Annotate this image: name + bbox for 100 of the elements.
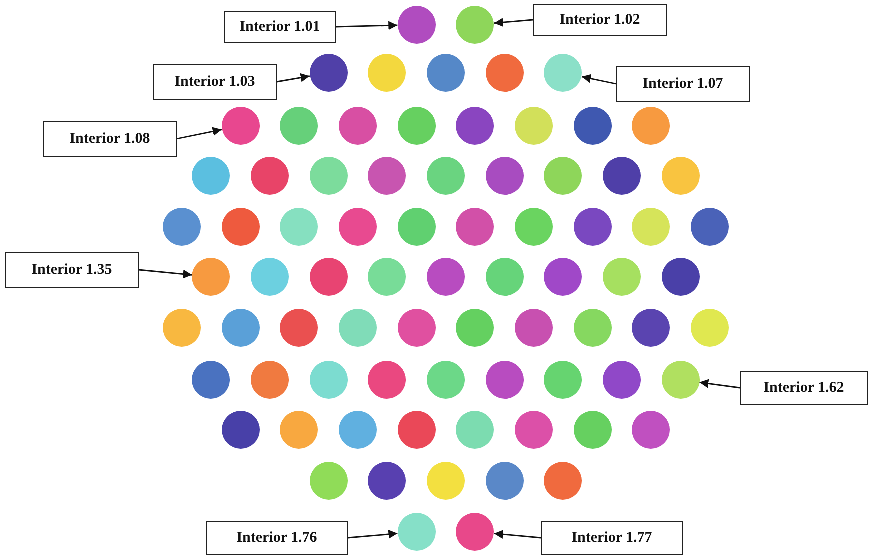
colored-circle xyxy=(280,107,318,145)
leader-arrow xyxy=(494,18,534,28)
colored-circle xyxy=(222,107,260,145)
colored-circle xyxy=(368,462,406,500)
colored-circle xyxy=(574,107,612,145)
colored-circle xyxy=(368,258,406,296)
colored-circle xyxy=(515,208,554,246)
colored-circle xyxy=(574,208,612,246)
colored-circle xyxy=(192,157,230,195)
colored-circle xyxy=(192,361,230,399)
colored-circle xyxy=(456,309,494,347)
colored-circle xyxy=(398,411,436,449)
label-text: Interior 1.07 xyxy=(642,76,724,92)
colored-circle xyxy=(368,361,406,399)
label-box xyxy=(541,521,683,555)
colored-circle xyxy=(486,258,524,296)
leader-arrow xyxy=(336,21,398,30)
colored-circle xyxy=(162,309,201,347)
colored-circle xyxy=(544,258,582,296)
colored-circle xyxy=(280,208,318,246)
label-text: Interior 1.08 xyxy=(70,130,150,148)
label-box xyxy=(153,64,277,100)
leader-arrow xyxy=(176,127,222,140)
colored-circle xyxy=(338,309,377,347)
colored-circle xyxy=(456,411,494,449)
colored-circle xyxy=(544,361,582,399)
colored-circle xyxy=(574,411,612,449)
colored-circle xyxy=(310,462,348,500)
colored-circle xyxy=(338,208,377,246)
colored-circle xyxy=(427,157,465,195)
leader-arrow xyxy=(494,530,542,540)
colored-circle xyxy=(222,208,260,246)
leader-arrow xyxy=(582,74,616,85)
label-box xyxy=(224,11,336,43)
label-box xyxy=(616,66,750,102)
colored-circle xyxy=(310,361,348,399)
colored-circle xyxy=(162,208,201,246)
colored-circle xyxy=(456,6,494,44)
colored-circle xyxy=(574,309,612,347)
colored-circle xyxy=(544,462,582,500)
label-text: Interior 1.03 xyxy=(174,74,256,90)
colored-circle xyxy=(603,258,642,296)
colored-circle xyxy=(398,107,436,145)
label-text: Interior 1.62 xyxy=(764,380,844,396)
colored-circle xyxy=(691,208,730,246)
colored-circle xyxy=(192,258,230,296)
colored-circle xyxy=(398,513,436,551)
colored-circle xyxy=(515,411,554,449)
colored-circle xyxy=(427,462,465,500)
colored-circle xyxy=(280,309,318,347)
colored-circle xyxy=(486,54,524,92)
leader-arrow xyxy=(700,379,740,389)
colored-circle xyxy=(456,513,494,551)
colored-circle xyxy=(515,107,554,145)
colored-circle xyxy=(662,361,700,399)
label-text: Interior 1.01 xyxy=(240,18,320,36)
colored-circle xyxy=(691,309,730,347)
label-text: Interior 1.35 xyxy=(32,262,112,278)
colored-circle xyxy=(632,309,670,347)
colored-circle xyxy=(662,258,700,296)
colored-circle xyxy=(250,157,289,195)
colored-circle xyxy=(515,309,554,347)
label-box xyxy=(740,371,868,405)
colored-circle xyxy=(427,258,465,296)
label-box xyxy=(43,121,177,157)
colored-circle xyxy=(222,411,260,449)
colored-circle xyxy=(486,361,524,399)
colored-circle xyxy=(310,157,348,195)
colored-circle xyxy=(368,54,406,92)
colored-circle xyxy=(456,107,494,145)
leader-arrow xyxy=(138,269,192,279)
colored-circle xyxy=(632,208,670,246)
colored-circle xyxy=(456,208,494,246)
colored-circle xyxy=(398,309,436,347)
colored-circle xyxy=(310,258,348,296)
colored-circle xyxy=(338,411,377,449)
label-text: Interior 1.02 xyxy=(560,12,640,28)
colored-circle xyxy=(632,411,670,449)
label-box xyxy=(206,521,348,555)
label-text: Interior 1.77 xyxy=(572,530,652,546)
colored-circle xyxy=(250,361,289,399)
label-box xyxy=(533,4,667,36)
colored-circle xyxy=(368,157,406,195)
colored-circle xyxy=(662,157,700,195)
colored-circle xyxy=(486,462,524,500)
colored-circle xyxy=(632,107,670,145)
colored-circle xyxy=(280,411,318,449)
colored-circle xyxy=(603,361,642,399)
colored-circle xyxy=(544,157,582,195)
colored-circle xyxy=(486,157,524,195)
colored-circle xyxy=(544,54,582,92)
colored-circle xyxy=(398,208,436,246)
colored-circle xyxy=(398,6,436,44)
colored-circle xyxy=(250,258,289,296)
colored-circle xyxy=(222,309,260,347)
label-text: Interior 1.76 xyxy=(236,530,318,546)
leader-arrow xyxy=(276,73,310,83)
colored-circle xyxy=(427,54,465,92)
leader-arrow xyxy=(348,530,398,539)
colored-circle xyxy=(603,157,642,195)
